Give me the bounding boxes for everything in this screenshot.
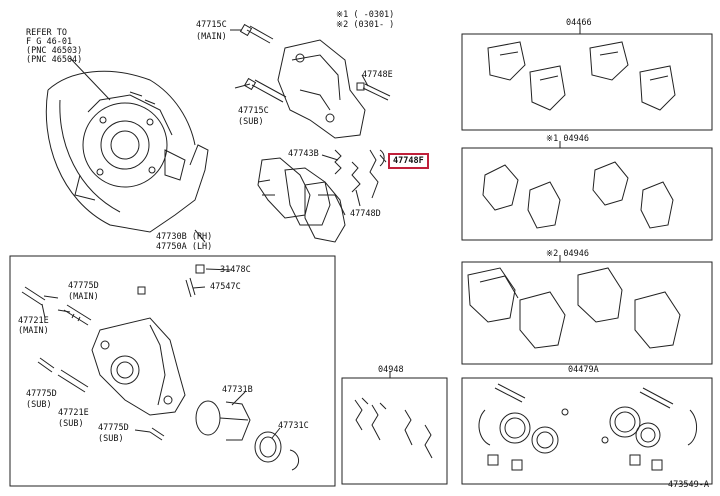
- dust-cover-drawing: [45, 57, 209, 233]
- caliper-kit-box: [9, 255, 336, 487]
- label-47748d[interactable]: 47748D: [350, 209, 381, 219]
- label-47730b[interactable]: 47730B (RH): [156, 232, 213, 242]
- label-47748e[interactable]: 47748E: [362, 70, 393, 80]
- label-47715c-sub[interactable]: 47715C: [238, 106, 269, 116]
- label-47715c-sub-note: (SUB): [238, 117, 264, 127]
- seal-kit-drawing: [478, 383, 697, 471]
- label-47715c-main-note: (MAIN): [196, 32, 227, 42]
- label-47715c-main[interactable]: 47715C: [196, 20, 227, 30]
- label-refer-to: REFER TO: [26, 28, 67, 38]
- label-47721e-main[interactable]: 47721E: [18, 316, 49, 326]
- footer-code: 473549-A: [668, 480, 709, 490]
- label-pnc-2: (PNC 46504): [26, 55, 83, 65]
- label-47775d-sub-2-note: (SUB): [98, 434, 124, 444]
- caliper-lower-drawing: [21, 264, 299, 471]
- label-fig: F G 46-01: [26, 37, 73, 47]
- clips-drawing: [354, 397, 433, 459]
- label-47775d-main[interactable]: 47775D: [68, 281, 99, 291]
- note-1: ※1 ( -0301): [336, 10, 395, 20]
- label-47547c[interactable]: 47547C: [210, 282, 241, 292]
- box-04948: [341, 377, 448, 485]
- label-04466[interactable]: 04466: [566, 18, 592, 28]
- note-2: ※2 (0301- ): [336, 20, 395, 30]
- box-04946-1: [461, 147, 713, 241]
- pads-04466-drawing: [487, 41, 676, 111]
- pads-assembly-drawing: [257, 149, 385, 243]
- label-47731b[interactable]: 47731B: [222, 385, 253, 395]
- label-47731c[interactable]: 47731C: [278, 421, 309, 431]
- label-31478c[interactable]: 31478C: [220, 265, 251, 275]
- label-47775d-main-note: (MAIN): [68, 292, 99, 302]
- label-04479a[interactable]: 04479A: [568, 365, 599, 375]
- label-04948[interactable]: 04948: [378, 365, 404, 375]
- label-04946-2[interactable]: ※2 04946: [546, 249, 589, 259]
- label-04946-1[interactable]: ※1 04946: [546, 134, 589, 144]
- label-47721e-sub-note: (SUB): [58, 419, 84, 429]
- label-47748f-highlighted[interactable]: 47748F: [388, 153, 429, 169]
- label-47775d-sub-note: (SUB): [26, 400, 52, 410]
- label-47743b[interactable]: 47743B: [288, 149, 319, 159]
- box-04479a: [461, 377, 713, 485]
- label-47775d-sub[interactable]: 47775D: [26, 389, 57, 399]
- box-04946-2: [461, 261, 713, 365]
- label-pnc-1: (PNC 46503): [26, 46, 83, 56]
- label-47775d-sub-2[interactable]: 47775D: [98, 423, 129, 433]
- caliper-upper-drawing: [239, 23, 391, 139]
- leader-lines: [41, 24, 581, 439]
- box-04466: [461, 33, 713, 131]
- label-47721e-main-note: (MAIN): [18, 326, 49, 336]
- label-47750a[interactable]: 47750A (LH): [156, 242, 213, 252]
- shims-2-drawing: [467, 267, 681, 349]
- shims-1-drawing: [482, 161, 674, 229]
- label-47721e-sub[interactable]: 47721E: [58, 408, 89, 418]
